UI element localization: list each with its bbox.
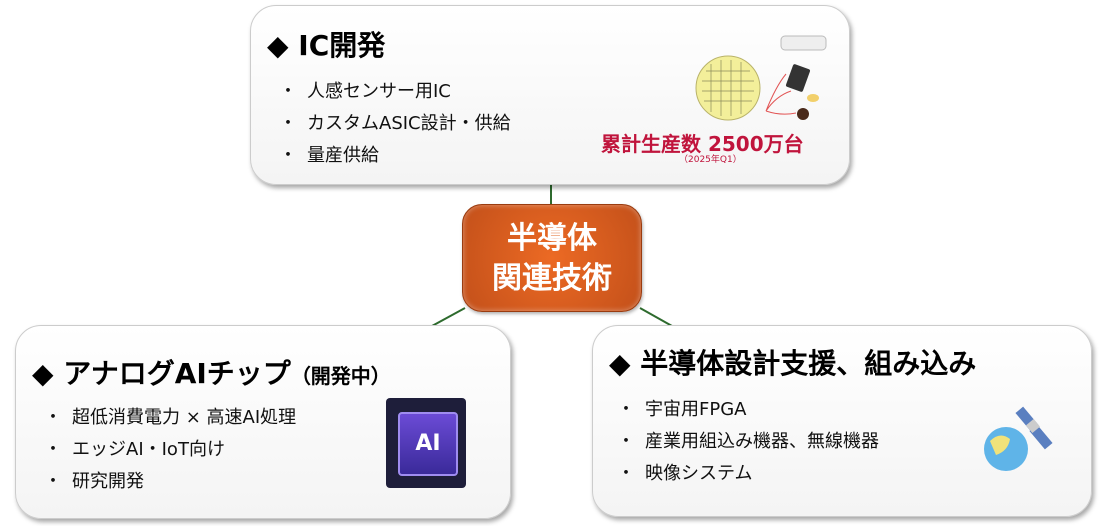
list-item: ・人感センサー用IC	[279, 81, 451, 102]
ic-list: ・人感センサー用IC ・カスタムASIC設計・供給 ・量産供給	[279, 76, 511, 172]
satellite-earth-icon	[984, 406, 1053, 471]
production-stat: 累計生産数 2500万台	[601, 132, 804, 156]
design-list: ・宇宙用FPGA ・産業用組込み機器、無線機器 ・映像システム	[617, 394, 879, 490]
center-title-line1: 半導体	[507, 221, 597, 256]
center-node: 半導体 関連技術	[462, 204, 642, 312]
analog-list: ・超低消費電力 × 高速AI処理 ・エッジAI・IoT向け ・研究開発	[44, 402, 296, 498]
center-title-line2: 関連技術	[492, 261, 612, 296]
list-item: ・カスタムASIC設計・供給	[279, 113, 511, 134]
wafer-devices-illustration	[695, 35, 827, 121]
list-item: ・量産供給	[279, 145, 379, 166]
ic-development-box: ◆ IC開発 ・人感センサー用IC ・カスタムASIC設計・供給 ・量産供給 累…	[250, 5, 850, 185]
list-item: ・産業用組込み機器、無線機器	[617, 431, 879, 452]
ai-chip-icon: AI	[386, 398, 466, 488]
list-item: ・研究開発	[44, 471, 144, 492]
analog-ai-chip-box: ◆ アナログAIチップ（開発中） ・超低消費電力 × 高速AI処理 ・エッジAI…	[15, 325, 511, 519]
ic-title: ◆ IC開発	[267, 29, 386, 62]
production-stat-note: （2025年Q1）	[679, 155, 742, 165]
list-item: ・エッジAI・IoT向け	[44, 439, 225, 460]
list-item: ・超低消費電力 × 高速AI処理	[44, 407, 297, 428]
design-support-box: ◆ 半導体設計支援、組み込み ・宇宙用FPGA ・産業用組込み機器、無線機器 ・…	[592, 325, 1092, 517]
list-item: ・映像システム	[617, 463, 753, 484]
list-item: ・宇宙用FPGA	[617, 399, 747, 420]
analog-title: ◆ アナログAIチップ（開発中）	[32, 357, 391, 390]
design-title: ◆ 半導体設計支援、組み込み	[609, 347, 977, 380]
